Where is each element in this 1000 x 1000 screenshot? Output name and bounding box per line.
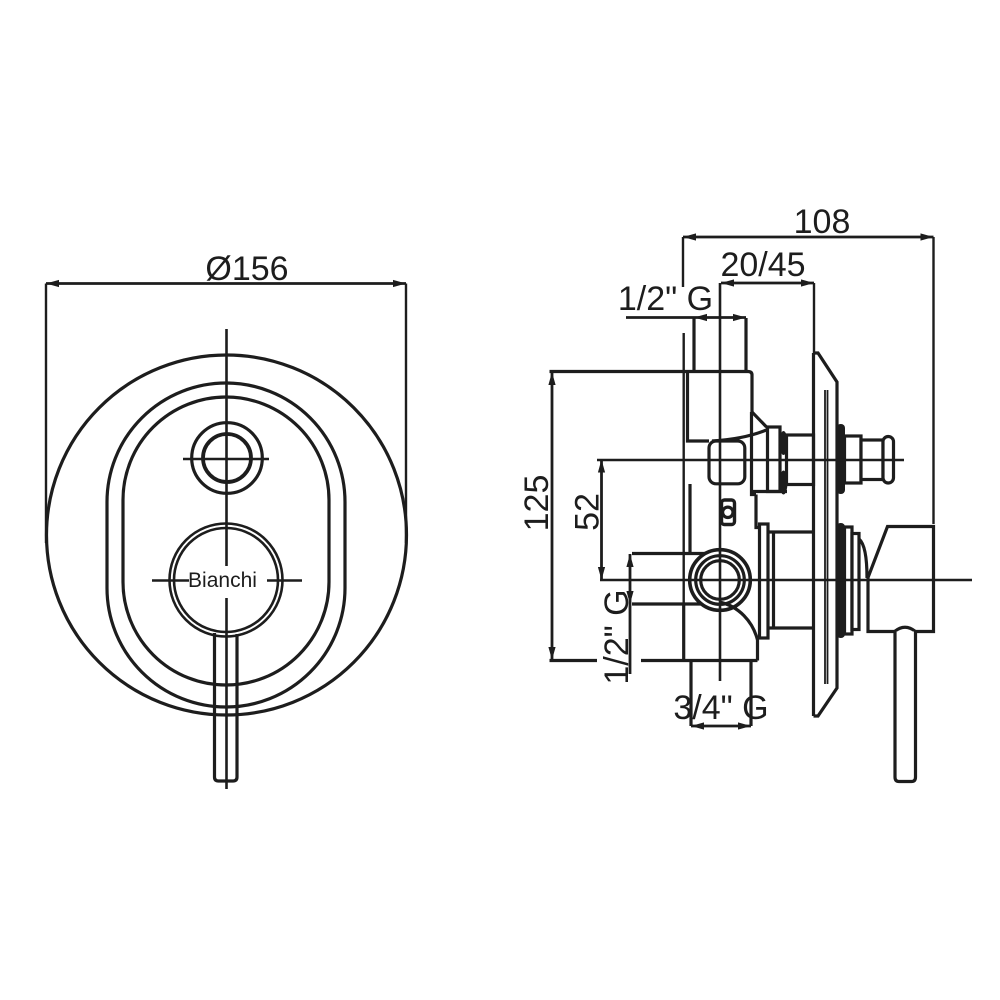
svg-text:125: 125 (518, 475, 556, 532)
svg-text:1/2" G: 1/2" G (598, 589, 636, 684)
svg-text:Bianchi: Bianchi (188, 569, 257, 592)
svg-text:52: 52 (569, 493, 607, 531)
svg-text:20/45: 20/45 (720, 246, 805, 284)
svg-text:108: 108 (794, 203, 851, 241)
svg-text:Ø156: Ø156 (205, 250, 288, 288)
svg-text:1/2" G: 1/2" G (618, 280, 713, 318)
svg-text:3/4" G: 3/4" G (673, 689, 768, 727)
